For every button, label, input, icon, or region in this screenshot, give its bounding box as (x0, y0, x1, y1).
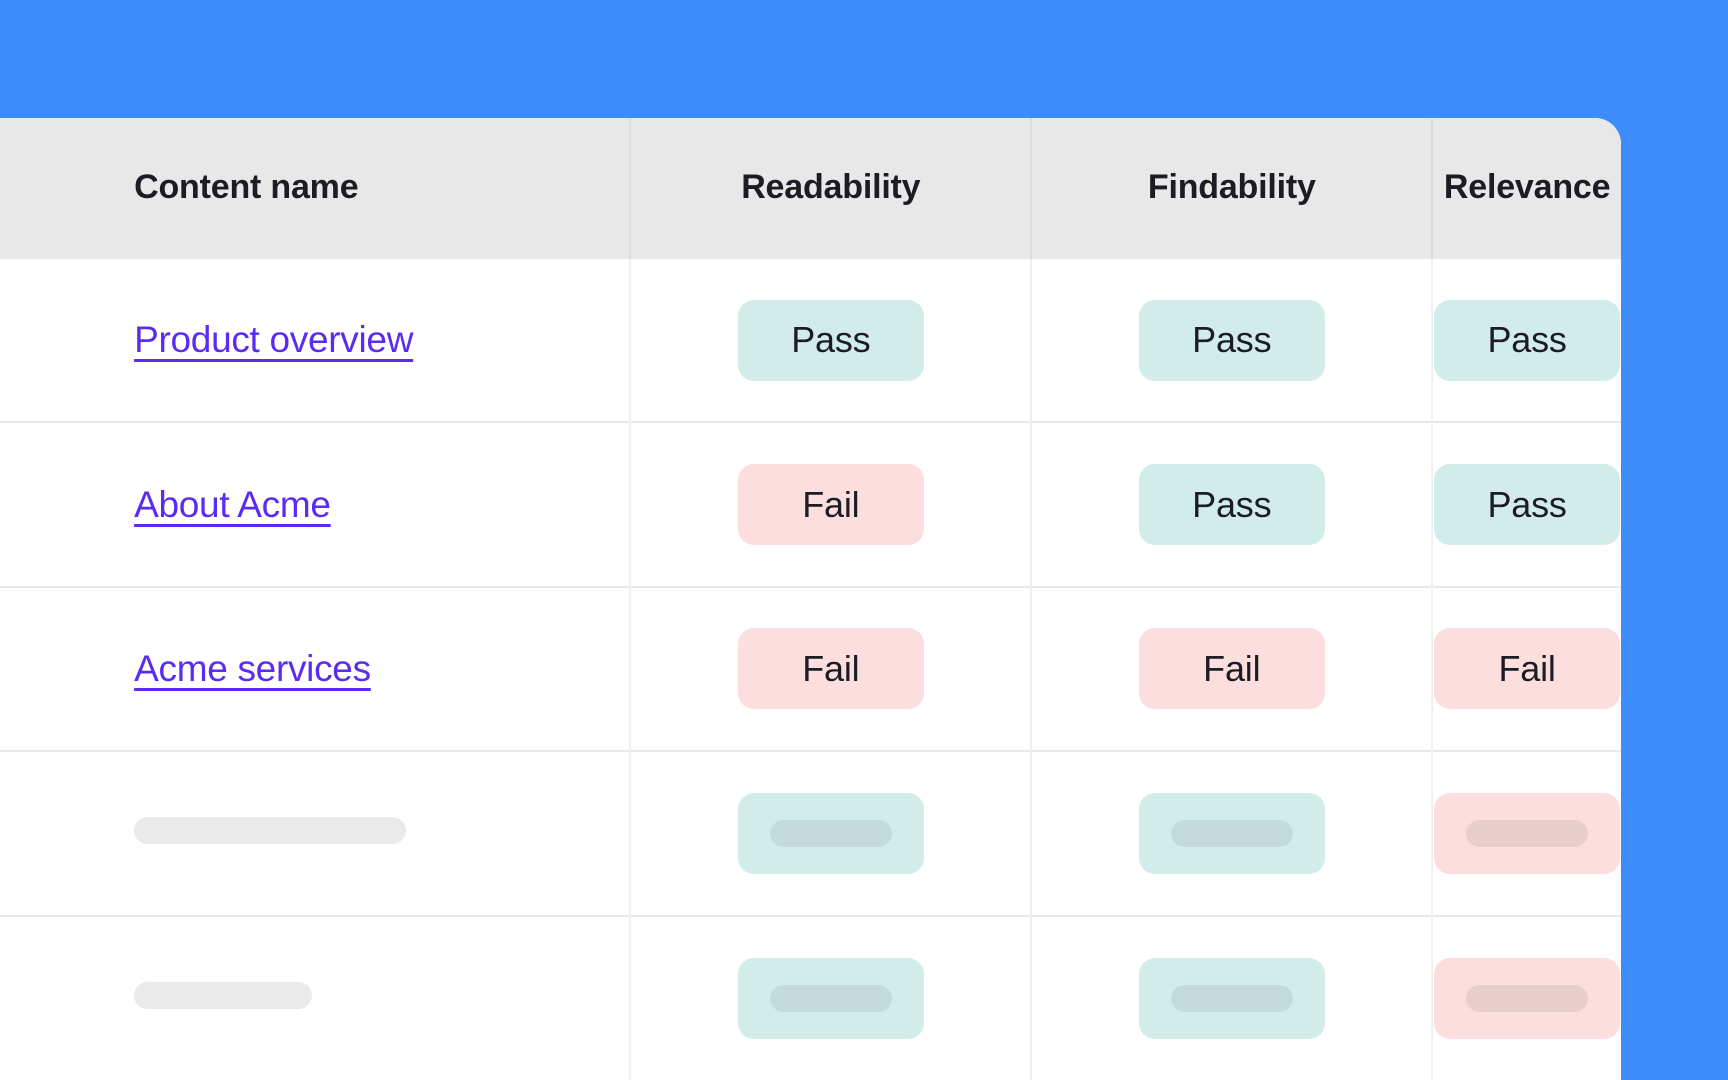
cell-readability: Fail (630, 421, 1033, 587)
content-name-link[interactable]: About Acme (134, 483, 331, 525)
cell-findability-skeleton (1031, 750, 1434, 916)
skeleton-text-placeholder (134, 817, 407, 845)
table-row-skeleton (0, 750, 1621, 916)
table-row[interactable]: Product overview Pass Pass Pass (0, 256, 1621, 423)
status-badge-readability: Fail (737, 464, 924, 546)
skeleton-bar (1466, 819, 1589, 847)
skeleton-badge-relevance (1434, 957, 1621, 1039)
table-header-row: Content name Readability Findability Rel… (0, 118, 1621, 258)
skeleton-bar (1170, 984, 1293, 1012)
table-row-skeleton (0, 914, 1621, 1080)
column-header-relevance[interactable]: Relevance (1432, 118, 1621, 258)
column-header-findability[interactable]: Findability (1031, 118, 1434, 258)
table-row[interactable]: About Acme Fail Pass Pass (0, 421, 1621, 587)
skeleton-text-placeholder (134, 982, 313, 1010)
row-spacer-cell (0, 256, 85, 423)
row-spacer-cell (0, 585, 85, 752)
column-header-readability[interactable]: Readability (630, 118, 1033, 258)
status-badge-readability: Fail (737, 628, 924, 710)
cell-content-name: About Acme (84, 421, 632, 587)
column-header-spacer (0, 118, 85, 258)
column-header-content-name[interactable]: Content name (84, 118, 632, 258)
cell-relevance-skeleton (1432, 750, 1621, 916)
status-badge-findability: Pass (1138, 299, 1325, 381)
cell-content-name-skeleton (84, 914, 632, 1080)
cell-readability: Pass (630, 256, 1033, 423)
skeleton-badge-readability (737, 957, 924, 1039)
row-spacer-cell (0, 914, 85, 1080)
status-badge-relevance: Pass (1434, 299, 1621, 381)
cell-content-name: Acme services (84, 585, 632, 752)
cell-readability-skeleton (630, 750, 1033, 916)
skeleton-bar (1170, 819, 1293, 847)
cell-relevance: Pass (1432, 256, 1621, 423)
cell-findability: Pass (1031, 256, 1434, 423)
status-badge-findability: Fail (1138, 628, 1325, 710)
cell-relevance: Fail (1432, 585, 1621, 752)
status-badge-findability: Pass (1138, 464, 1325, 546)
skeleton-badge-readability (737, 792, 924, 874)
cell-content-name: Product overview (84, 256, 632, 423)
status-badge-relevance: Pass (1434, 464, 1621, 546)
cell-readability: Fail (630, 585, 1033, 752)
table-header: Content name Readability Findability Rel… (0, 118, 1621, 258)
table-row[interactable]: Acme services Fail Fail Fail (0, 585, 1621, 752)
skeleton-bar (1466, 984, 1589, 1012)
status-badge-relevance: Fail (1434, 628, 1621, 710)
cell-findability: Pass (1031, 421, 1434, 587)
skeleton-bar (769, 819, 892, 847)
row-spacer-cell (0, 750, 85, 916)
cell-content-name-skeleton (84, 750, 632, 916)
skeleton-bar (769, 984, 892, 1012)
cell-findability-skeleton (1031, 914, 1434, 1080)
content-name-link[interactable]: Acme services (134, 647, 371, 689)
status-badge-readability: Pass (737, 299, 924, 381)
cell-relevance: Pass (1432, 421, 1621, 587)
cell-relevance-skeleton (1432, 914, 1621, 1080)
skeleton-badge-relevance (1434, 792, 1621, 874)
skeleton-badge-findability (1138, 792, 1325, 874)
content-name-link[interactable]: Product overview (134, 319, 414, 361)
content-scores-table: Content name Readability Findability Rel… (0, 118, 1621, 1080)
content-score-card: Content name Readability Findability Rel… (0, 118, 1621, 1080)
cell-readability-skeleton (630, 914, 1033, 1080)
table-body: Product overview Pass Pass Pass (0, 256, 1621, 1080)
skeleton-badge-findability (1138, 957, 1325, 1039)
row-spacer-cell (0, 421, 85, 587)
cell-findability: Fail (1031, 585, 1434, 752)
